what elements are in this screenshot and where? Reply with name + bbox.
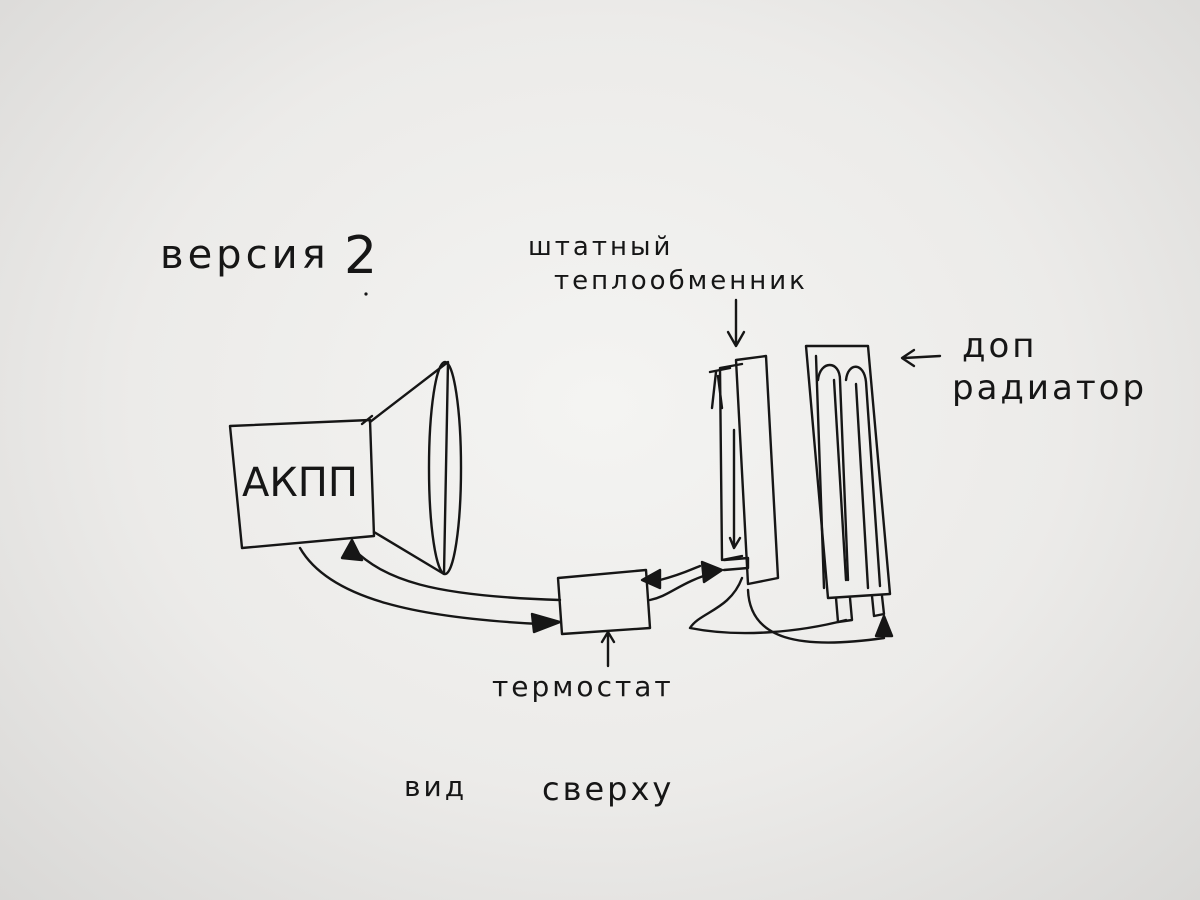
view-label-1: вид xyxy=(404,770,468,803)
extra-radiator-label-1: доп xyxy=(962,326,1038,366)
extra-radiator-label-2: радиатор xyxy=(952,368,1148,408)
hose-radiator-return xyxy=(746,588,886,644)
stock-exchanger-label-1: штатный xyxy=(528,232,674,262)
view-label-2: сверху xyxy=(542,770,675,808)
stock-heat-exchanger xyxy=(708,298,780,586)
hose-thermostat-out xyxy=(658,564,702,582)
extra-radiator xyxy=(804,344,892,624)
radiator-pointer xyxy=(900,348,942,368)
exchanger-pointer xyxy=(726,298,746,348)
transmission-box xyxy=(228,418,376,550)
thermostat-box xyxy=(556,568,652,636)
arrow-to-thermostat xyxy=(530,612,562,634)
arrow-radiator-inlet xyxy=(874,614,894,638)
arrow-to-exchanger xyxy=(700,560,724,584)
bell-housing xyxy=(360,360,463,576)
hose-lower xyxy=(298,546,542,626)
transmission-label: АКПП xyxy=(242,460,358,506)
title-number: 2 xyxy=(344,226,381,286)
thermostat-pointer xyxy=(600,630,616,668)
title-text: версия xyxy=(160,232,330,278)
hose-exchanger-to-radiator xyxy=(688,576,848,635)
thermostat-label: термостат xyxy=(492,670,674,703)
arrow-from-exchanger xyxy=(640,568,662,590)
hose-upper xyxy=(350,546,562,602)
arrow-to-transmission xyxy=(340,538,364,562)
stock-exchanger-label-2: теплообменник xyxy=(554,266,808,296)
